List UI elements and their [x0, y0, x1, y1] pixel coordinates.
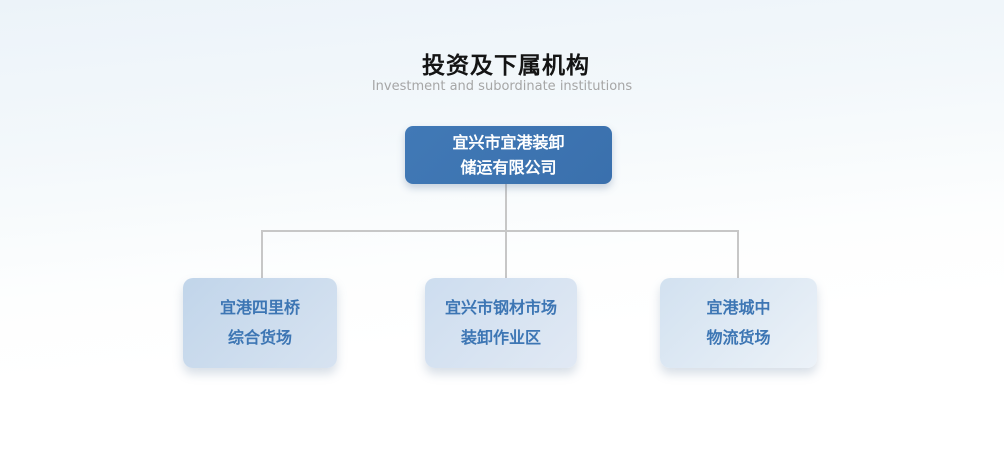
org-node-child-1-line1: 宜港四里桥: [219, 298, 300, 317]
connector-vertical-right: [737, 230, 739, 278]
org-node-root-line2: 储运有限公司: [460, 158, 557, 177]
org-node-child-2-line1: 宜兴市钢材市场: [444, 298, 557, 317]
org-node-child-1: 宜港四里桥 综合货场: [183, 278, 337, 368]
page-subtitle: Investment and subordinate institutions: [371, 79, 633, 94]
org-node-child-2-line2: 装卸作业区: [460, 328, 541, 347]
connector-horizontal: [261, 230, 739, 232]
connector-vertical-left: [261, 230, 263, 278]
page-title: 投资及下属机构: [422, 53, 590, 79]
org-node-root-line1: 宜兴市宜港装卸: [452, 133, 565, 152]
org-node-root: 宜兴市宜港装卸 储运有限公司: [405, 126, 612, 184]
org-node-child-3: 宜港城中 物流货场: [660, 278, 817, 368]
org-node-child-1-line2: 综合货场: [227, 328, 292, 347]
org-node-child-3-line1: 宜港城中: [706, 298, 771, 317]
org-node-child-2: 宜兴市钢材市场 装卸作业区: [425, 278, 577, 368]
org-node-child-3-line2: 物流货场: [706, 328, 771, 347]
